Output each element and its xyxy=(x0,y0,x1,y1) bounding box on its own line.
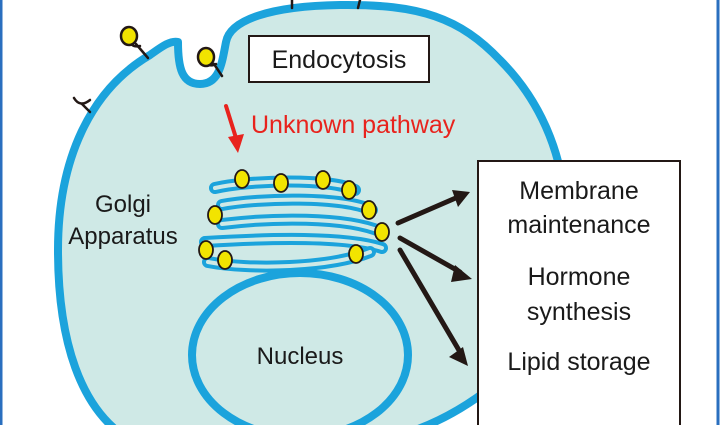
receptor-y-icon xyxy=(72,96,92,114)
hormone-label-line1: Hormone xyxy=(528,263,631,291)
unknown-pathway-arrow xyxy=(224,104,244,153)
outputs-box xyxy=(477,160,681,425)
lipid-vesicle-icon xyxy=(234,169,250,189)
lipid-vesicle-icon xyxy=(374,222,390,242)
golgi-label-line2: Apparatus xyxy=(68,223,177,250)
ligand-bound-receptor-icon xyxy=(196,46,224,78)
membrane-label-line1: Membrane xyxy=(519,177,639,205)
receptor-y-icon xyxy=(356,0,362,10)
golgi-label-line1: Golgi xyxy=(95,191,151,218)
membrane-label-line2: maintenance xyxy=(507,211,650,239)
lipid-vesicle-icon xyxy=(315,170,331,190)
lipid-storage-label: Lipid storage xyxy=(507,348,650,376)
endocytosis-box xyxy=(248,35,430,83)
unknown-pathway-label: Unknown pathway xyxy=(251,111,456,139)
lipid-vesicle-icon xyxy=(361,200,377,220)
lipid-vesicle-icon xyxy=(348,244,364,264)
ligand-bound-receptor-icon xyxy=(119,25,150,60)
receptors xyxy=(72,0,362,114)
lipid-vesicle-icon xyxy=(341,180,357,200)
hormone-label-line2: synthesis xyxy=(527,298,631,326)
lipid-vesicle-icon xyxy=(217,250,233,270)
lipid-vesicle-icon xyxy=(207,205,223,225)
lipid-vesicle-icon xyxy=(198,240,214,260)
lipid-vesicle-icon xyxy=(273,173,289,193)
endocytosis-label: Endocytosis xyxy=(272,46,407,74)
nucleus xyxy=(188,269,412,425)
output-arrows xyxy=(395,190,472,366)
nucleus-label: Nucleus xyxy=(257,343,344,370)
vesicles xyxy=(198,169,390,270)
